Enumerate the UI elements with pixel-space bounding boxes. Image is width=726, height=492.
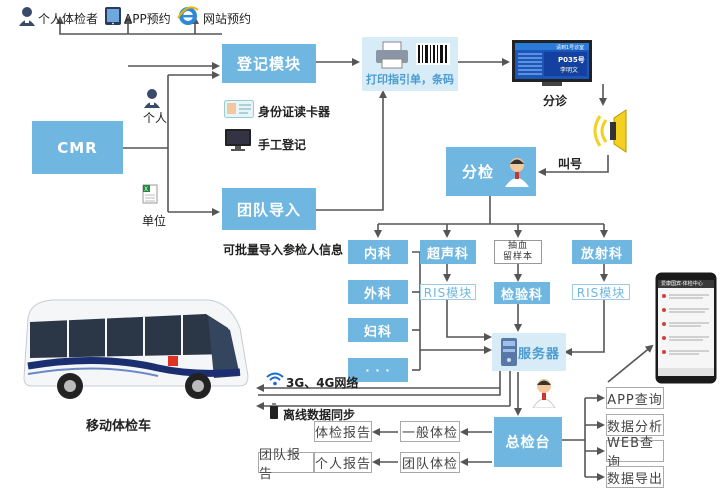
- print-guide-label: 打印指引单，条码: [366, 73, 454, 86]
- cmr-box: CMR: [32, 121, 123, 174]
- team-report-box: 团队报告: [258, 448, 314, 482]
- offline-sync-label: 离线数据同步: [283, 408, 356, 422]
- app-query-box: APP查询: [606, 387, 664, 409]
- ie-browser-icon: [176, 4, 200, 28]
- wifi-icon: [266, 371, 284, 386]
- internal-medicine-box: 内科: [348, 240, 408, 264]
- team-exam-box: 团队体检: [400, 452, 460, 473]
- id-card-icon: [224, 100, 254, 118]
- server-label: 服务器: [517, 346, 560, 362]
- screen-line-1: 请到1号诊室: [556, 45, 585, 51]
- register-module-box: 登记模块: [222, 44, 316, 83]
- individual-label: 个人: [143, 111, 168, 125]
- personal-report-box: 个人报告: [314, 452, 372, 473]
- blood-line-1: 抽血: [507, 241, 528, 251]
- data-export-box: 数据导出: [606, 466, 664, 488]
- phone-header: 爱康国宾-体检中心: [661, 281, 703, 287]
- spreadsheet-icon: X: [142, 184, 158, 204]
- doctor-icon: [504, 157, 530, 187]
- server-icon: [498, 337, 520, 367]
- screen-line-2: P035号: [558, 56, 585, 64]
- team-import-box: 团队导入: [222, 188, 316, 230]
- app-booking-label: APP预约: [124, 12, 171, 26]
- person-icon: [142, 88, 162, 108]
- surgery-box: 外科: [348, 280, 408, 304]
- server-box: 服务器: [492, 333, 566, 371]
- gynecology-box: 妇科: [348, 318, 408, 342]
- ris-module-box-2: RIS模块: [572, 284, 630, 300]
- unit-label: 单位: [142, 214, 167, 228]
- id-reader-label: 身份证读卡器: [258, 105, 331, 119]
- ris-module-box-1: RIS模块: [420, 284, 476, 300]
- general-exam-box: 一般体检: [400, 421, 460, 442]
- call-number-label: 叫号: [558, 157, 583, 171]
- smartphone-mockup: 爱康国宾-体检中心: [655, 272, 717, 384]
- exam-report-box: 体检报告: [314, 421, 372, 442]
- mobile-exam-bus: [18, 288, 254, 406]
- print-guide-box: 打印指引单，条码: [362, 37, 458, 91]
- more-departments-box: · · ·: [348, 358, 408, 382]
- tablet-icon: [104, 6, 122, 26]
- web-booking-label: 网站预约: [203, 12, 252, 26]
- batch-import-note: 可批量导入参检人信息: [223, 243, 344, 257]
- mobile-exam-bus-label: 移动体检车: [86, 419, 152, 434]
- usb-drive-icon: [270, 403, 278, 419]
- subcheck-label: 分检: [462, 163, 495, 181]
- svg-text:X: X: [144, 186, 148, 193]
- barcode-icon: [416, 43, 450, 65]
- monitor-icon: [224, 128, 252, 152]
- individual-examinee-label: 个人体检者: [38, 12, 99, 26]
- wireless-network-label: 3G、4G网络: [286, 376, 359, 390]
- doctor-icon: [532, 378, 556, 409]
- data-analysis-box: 数据分析: [606, 414, 664, 436]
- subcheck-box: 分检: [446, 147, 536, 196]
- triage-screen: 请到1号诊室 P035号 李明文: [512, 40, 592, 88]
- speaker-icon: [592, 108, 636, 154]
- person-icon: [18, 6, 36, 26]
- radiology-box: 放射科: [572, 240, 632, 264]
- manual-register-label: 手工登记: [258, 138, 307, 152]
- main-desk-box: 总检台: [494, 417, 562, 467]
- blood-line-2: 留样本: [502, 252, 533, 262]
- blood-sample-box: 抽血 留样本: [494, 240, 542, 264]
- ultrasound-box: 超声科: [420, 240, 476, 264]
- lab-box: 检验科: [494, 282, 550, 304]
- web-query-box: WEB查询: [606, 436, 664, 470]
- printer-icon: [374, 41, 410, 69]
- screen-line-3: 李明文: [560, 67, 579, 74]
- triage-label: 分诊: [543, 94, 568, 108]
